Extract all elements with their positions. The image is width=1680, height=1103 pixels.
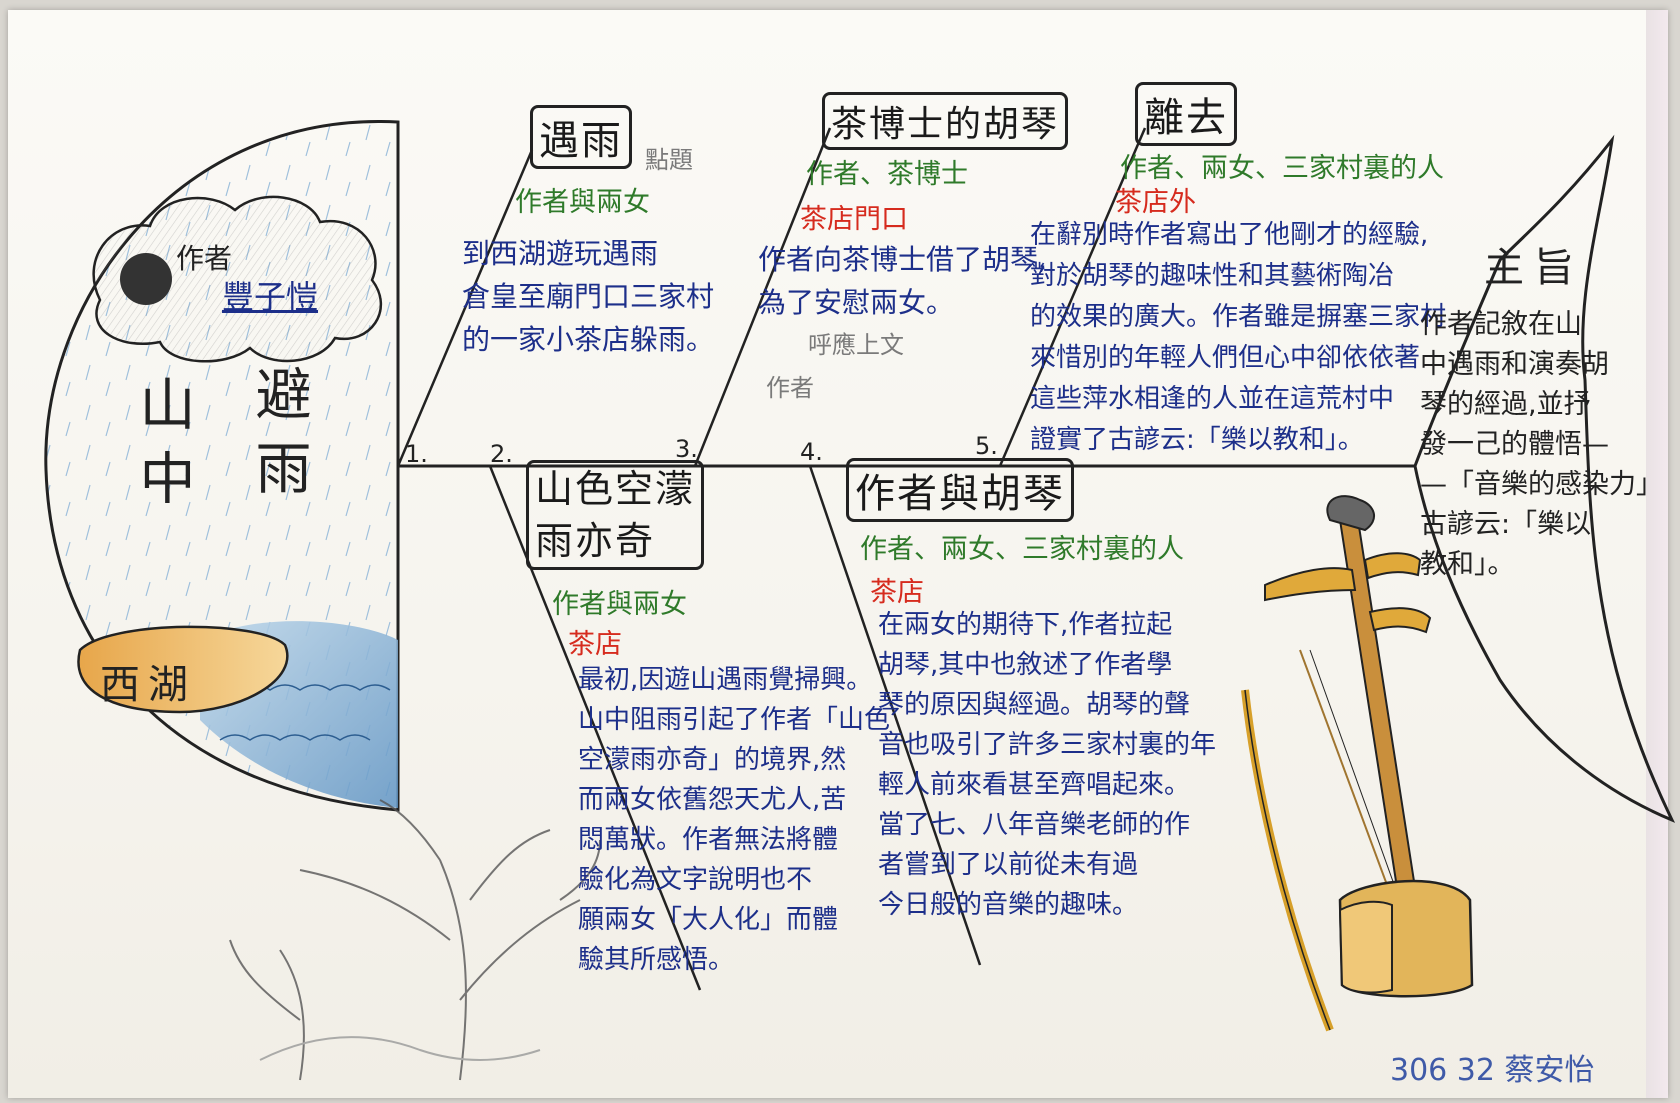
paper-edge	[1646, 10, 1668, 1098]
bone-4-people: 作者、兩女、三家村裏的人	[860, 534, 1184, 565]
bone-3-pencil-note-2: 作者	[766, 374, 814, 402]
bone-number-3: 3.	[675, 435, 698, 463]
bone-3-pencil-note-1: 呼應上文	[808, 331, 904, 359]
bone-1-people: 作者與兩女	[515, 187, 650, 218]
bone-4-place: 茶店	[870, 577, 924, 608]
bone-number-2: 2.	[490, 440, 513, 468]
bone-5	[998, 127, 1147, 467]
theme-title: 主旨	[1484, 245, 1584, 291]
bone-4-title: 作者與胡琴	[846, 458, 1074, 522]
bone-number-4: 4.	[800, 438, 823, 466]
bone-5-people: 作者、兩女、三家村裏的人	[1120, 153, 1444, 184]
bone-4-text: 在兩女的期待下,作者拉起 胡琴,其中也敘述了作者學 琴的原因與經過。胡琴的聲 音…	[878, 610, 1217, 920]
story-title-part1: 避雨	[246, 365, 311, 513]
cloud-shape	[92, 195, 383, 363]
lake-label-shape	[77, 625, 289, 714]
bone-2-text: 最初,因遊山遇雨覺掃興。 山中阻雨引起了作者「山色 空濛雨亦奇」的境界,然 而兩…	[578, 665, 891, 975]
bone-5-text: 在辭別時作者寫出了他剛才的經驗, 對於胡琴的趣味性和其藝術陶冶 的效果的廣大。作…	[1030, 220, 1447, 455]
bone-4	[808, 465, 982, 966]
fish-head	[44, 120, 400, 812]
theme-text: 作者記敘在山 中遇雨和演奏胡 琴的經過,並抒 發一己的體悟— —「音樂的感染力」…	[1420, 309, 1663, 580]
bone-2	[488, 465, 702, 991]
author-name: 豐子愷	[222, 278, 319, 316]
bone-2-people: 作者與兩女	[552, 589, 687, 620]
moon-icon	[120, 253, 172, 305]
bone-2-place: 茶店	[568, 629, 622, 660]
bone-number-5: 5.	[975, 432, 998, 460]
bone-5-place: 茶店外	[1115, 187, 1196, 218]
bone-3-title: 茶博士的胡琴	[822, 92, 1069, 150]
bone-3-text: 作者向茶博士借了胡琴, 為了安慰兩女。	[758, 243, 1047, 319]
bone-5-title: 離去	[1135, 82, 1237, 146]
bone-1	[396, 149, 534, 467]
bone-number-1: 1.	[405, 440, 428, 468]
author-label: 作者	[176, 242, 233, 275]
story-title-part2: 山中	[130, 375, 195, 523]
lake-label: 西湖	[100, 662, 196, 708]
bone-3-place: 茶店門口	[800, 204, 908, 235]
bone-1-title: 遇雨	[530, 105, 632, 169]
bone-1-pencil-note: 點題	[645, 146, 693, 174]
bone-2-title: 山色空濛 雨亦奇	[526, 460, 705, 570]
bone-1-text: 到西湖遊玩遇雨 倉皇至廟門口三家村 的一家小茶店躲雨。	[462, 237, 715, 356]
bone-3-people: 作者、茶博士	[806, 159, 968, 190]
tree-sketch-icon	[229, 799, 601, 1081]
student-signature: 306 32 蔡安怡	[1390, 1053, 1595, 1088]
bone-3	[693, 127, 832, 467]
fish-tail	[1413, 134, 1676, 823]
erhu-icon	[1241, 495, 1474, 1032]
